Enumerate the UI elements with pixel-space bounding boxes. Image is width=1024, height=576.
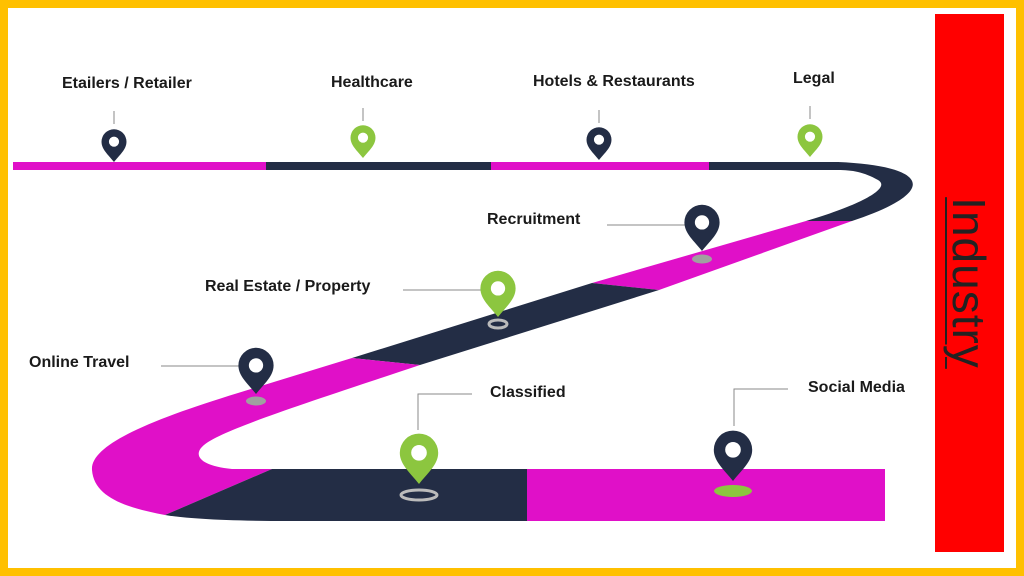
- road-segment: [491, 162, 709, 170]
- road-segment: [592, 221, 852, 290]
- map-pin-icon: [684, 204, 720, 251]
- milestone-label: Recruitment: [487, 211, 581, 228]
- road-segment: [13, 162, 266, 170]
- connector-lines: [113, 106, 811, 430]
- milestone-label: Healthcare: [331, 74, 413, 91]
- road-curve-left: [91, 358, 420, 515]
- map-pin-icon: [797, 124, 823, 157]
- map-pin-icon: [350, 125, 376, 158]
- road-segment: [709, 162, 839, 170]
- milestone-label: Real Estate / Property: [205, 278, 371, 295]
- milestone-label: Social Media: [808, 379, 905, 396]
- pin-shadows: [246, 254, 752, 502]
- road-segment: [527, 469, 885, 521]
- milestone-label: Online Travel: [29, 354, 130, 371]
- milestone-label: Legal: [793, 70, 835, 87]
- road-segment: [266, 162, 491, 170]
- road-segment: [165, 469, 527, 521]
- map-pin-icon: [101, 129, 127, 162]
- milestone-label: Hotels & Restaurants: [533, 73, 695, 90]
- side-panel: [935, 14, 1004, 552]
- milestone-label: Classified: [490, 384, 566, 401]
- road-diagonal: [91, 162, 913, 521]
- milestone-label: Etailers / Retailer: [62, 75, 192, 92]
- road-top: [13, 162, 839, 170]
- page-title: Industry: [943, 197, 995, 369]
- road-curve-right: [806, 162, 913, 221]
- map-pin-icon: [586, 127, 612, 160]
